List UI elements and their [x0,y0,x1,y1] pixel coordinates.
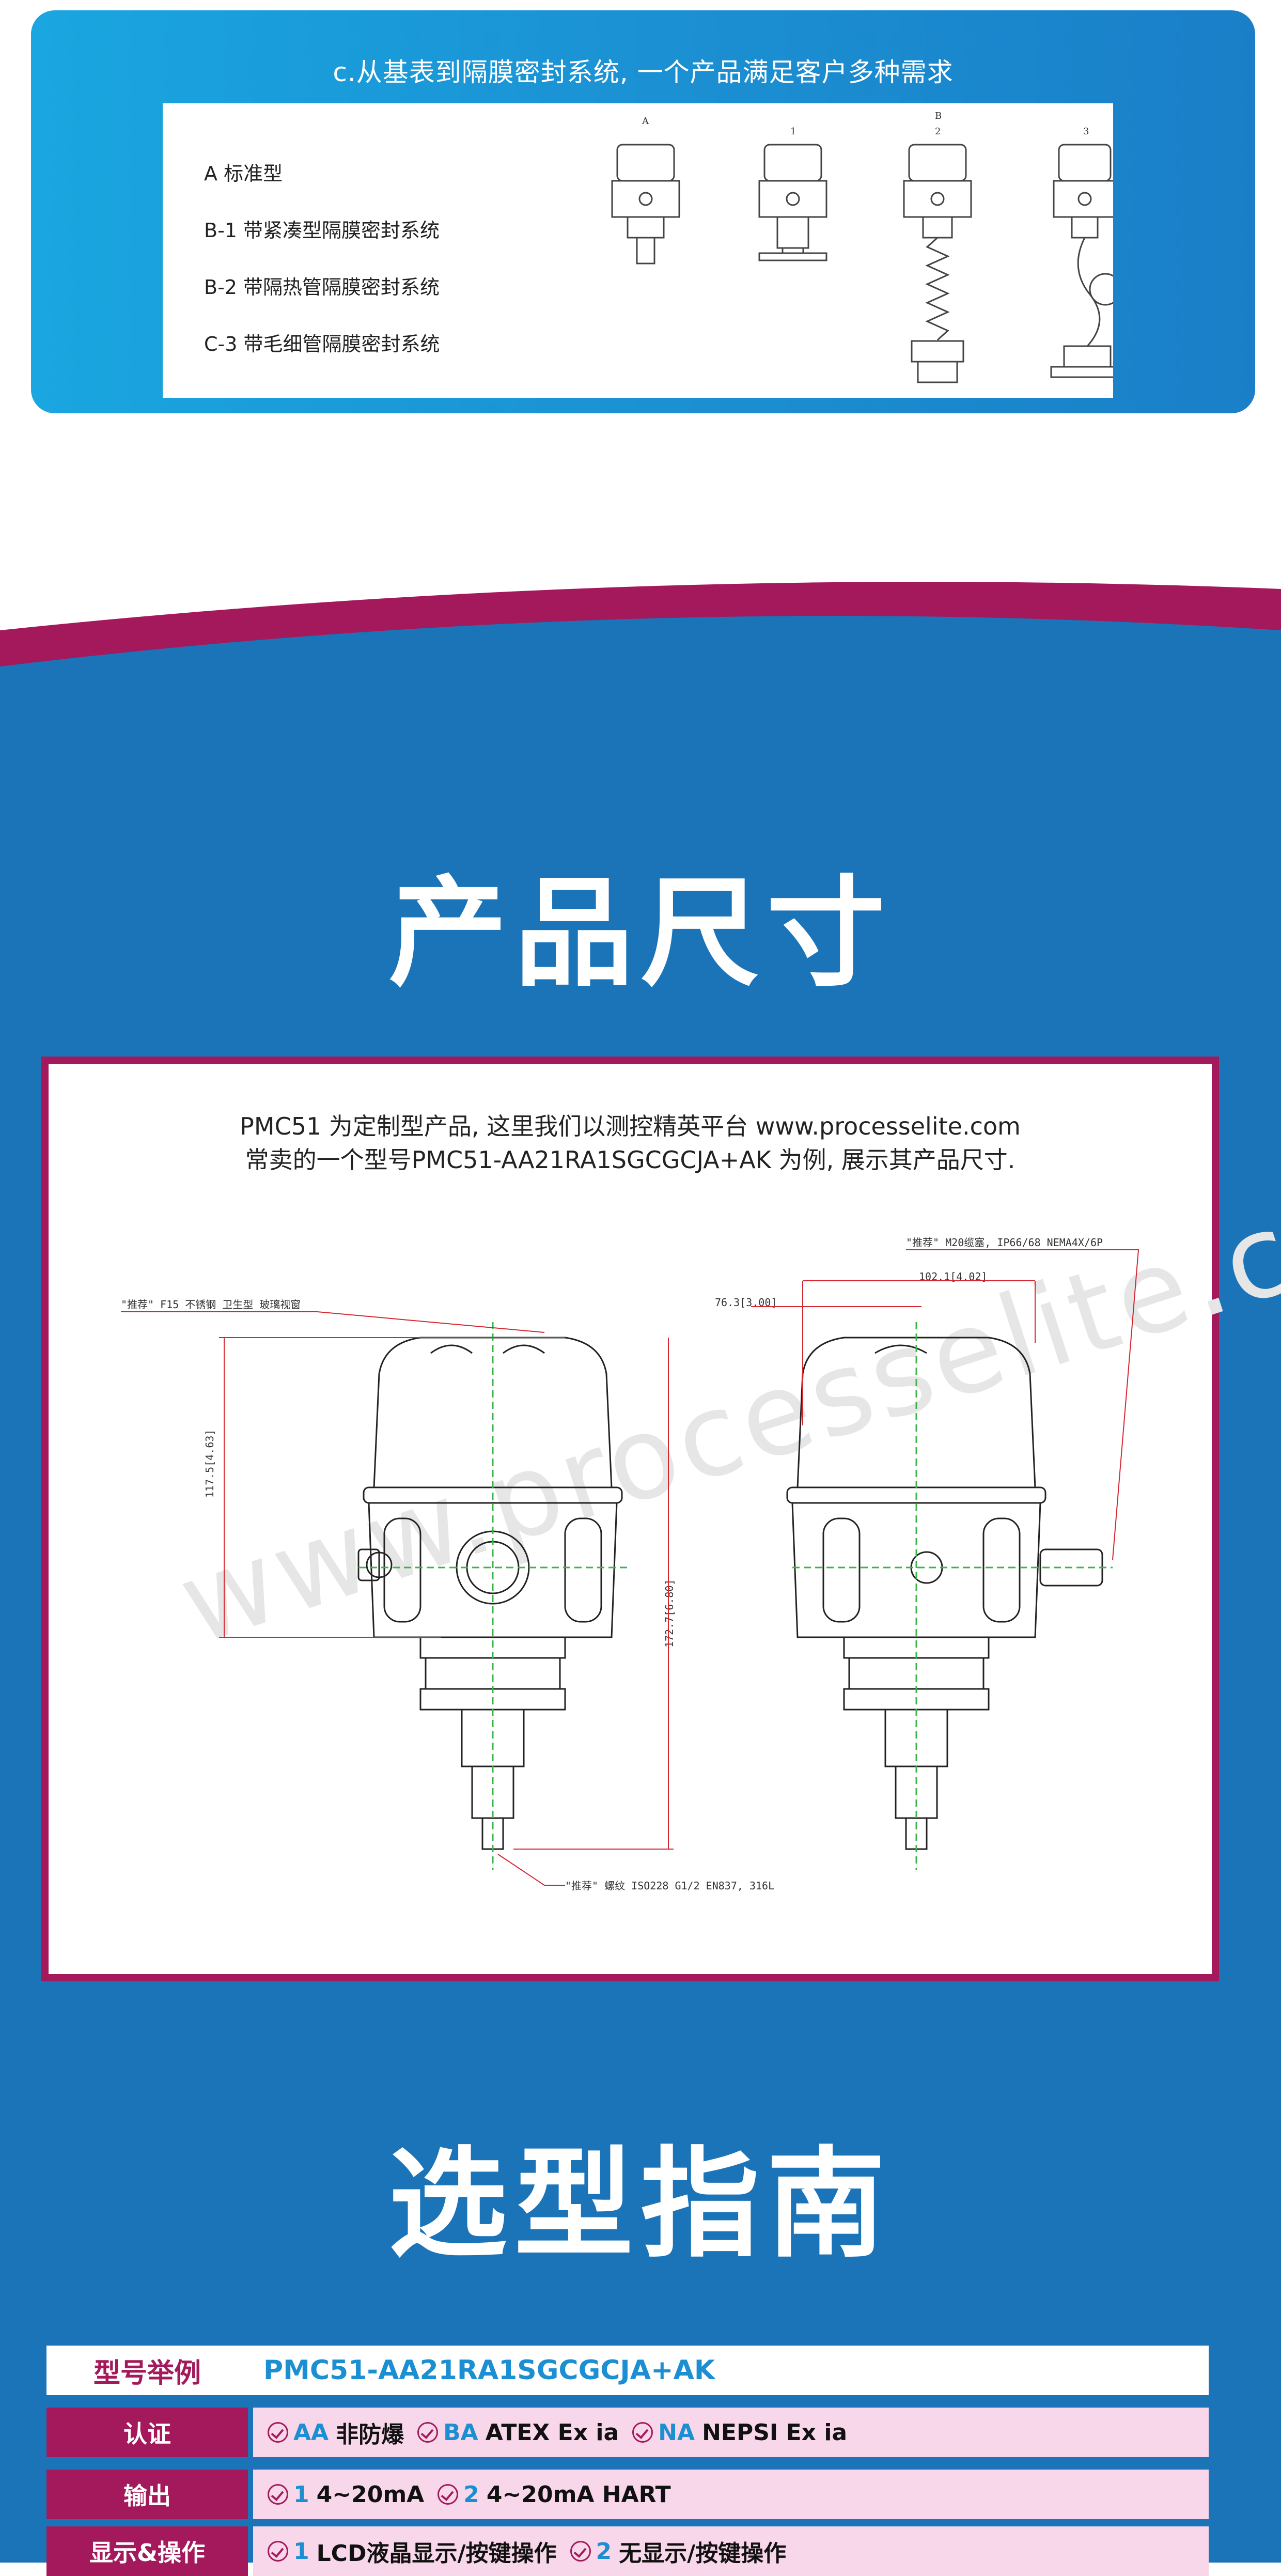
check-circle-icon [438,2484,459,2505]
option-description: 无显示/按键操作 [619,2540,787,2567]
option-code: 1 [293,2538,309,2565]
selection-row-label: 输出 [46,2470,248,2519]
option-capillary-seal: C-3 带毛细管隔膜密封系统 [204,333,440,355]
check-circle-icon [632,2422,653,2443]
label-2: 2 [935,126,941,137]
annotation-thread: "推荐" 螺纹 ISO228 G1/2 EN837, 316L [565,1880,775,1892]
annotation-window: "推荐" F15 不锈钢 卫生型 玻璃视窗 [121,1298,301,1311]
selection-row-options: 1 LCD液晶显示/按键操作 2 无显示/按键操作 [253,2526,1209,2576]
check-circle-icon [268,2484,288,2505]
selection-row-options: AA 非防爆 BA ATEX Ex ia NA NEPSI Ex ia [253,2408,1209,2457]
drawing-intro-line2: 常卖的一个型号PMC51-AA21RA1SGCGCJA+AK 为例, 展示其产品… [245,1146,1016,1174]
option-cooling-seal: B-2 带隔热管隔膜密封系统 [204,276,440,299]
check-circle-icon [570,2541,591,2562]
selection-row: 显示&操作 1 LCD液晶显示/按键操作 2 无显示/按键操作 [46,2526,1209,2576]
panel-caption: c.从基表到隔膜密封系统, 一个产品满足客户多种需求 [333,57,954,87]
option-description: 4~20mA HART [486,2481,671,2508]
label-1: 1 [790,126,796,137]
option-description: LCD液晶显示/按键操作 [316,2540,557,2567]
variant-sketches: A 1 B 2 3 [611,111,1113,383]
option-code: 2 [596,2538,612,2565]
option-code: 2 [463,2481,479,2508]
model-example-label: 型号举例 [93,2357,201,2389]
check-circle-icon [268,2422,288,2443]
check-circle-icon [417,2422,439,2443]
label-a: A [642,116,649,127]
option-standard: A 标准型 [204,162,283,185]
drawing-intro-line1: PMC51 为定制型产品, 这里我们以测控精英平台 www.processeli… [240,1112,1021,1140]
product-variants-figure: A 标准型 B-1 带紧凑型隔膜密封系统 B-2 带隔热管隔膜密封系统 C-3 … [163,103,1113,398]
option-code: AA [293,2419,329,2446]
dimension-drawing-card: www.processelite.com PMC51 为定制型产品, 这里我们以… [41,1057,1281,1981]
model-example-value: PMC51-AA21RA1SGCGCJA+AK [263,2355,715,2386]
selection-row: 认证 AA 非防爆 BA ATEX Ex ia NA NEPSI Ex ia [46,2408,1209,2457]
option-description: 4~20mA [316,2481,425,2508]
option-compact-seal: B-1 带紧凑型隔膜密封系统 [204,219,440,242]
label-b: B [935,111,942,121]
intro-panel: c.从基表到隔膜密封系统, 一个产品满足客户多种需求 A 标准型 B-1 带紧凑… [31,10,1255,413]
check-circle-icon [268,2541,288,2562]
option-description: 非防爆 [336,2422,404,2448]
selection-row-options: 1 4~20mA 2 4~20mA HART [253,2470,1209,2519]
option-code: NA [658,2419,695,2446]
option-description: NEPSI Ex ia [702,2419,848,2446]
transmitter-drawing [121,1249,1139,1886]
option-description: ATEX Ex ia [485,2419,619,2446]
section-title-selection-guide: 选型指南 [388,2136,893,2274]
annotation-gland: "推荐" M20缆塞, IP66/68 NEMA4X/6P [906,1236,1103,1249]
label-3: 3 [1083,126,1089,137]
section-title-dimensions: 产品尺寸 [388,865,893,1003]
option-code: BA [443,2419,478,2446]
selection-row-label: 显示&操作 [46,2526,248,2576]
model-example-row: 型号举例 PMC51-AA21RA1SGCGCJA+AK [46,2346,1209,2395]
option-code: 1 [293,2481,309,2508]
selection-row-label: 认证 [46,2408,248,2457]
selection-row: 输出 1 4~20mA 2 4~20mA HART [46,2470,1209,2519]
